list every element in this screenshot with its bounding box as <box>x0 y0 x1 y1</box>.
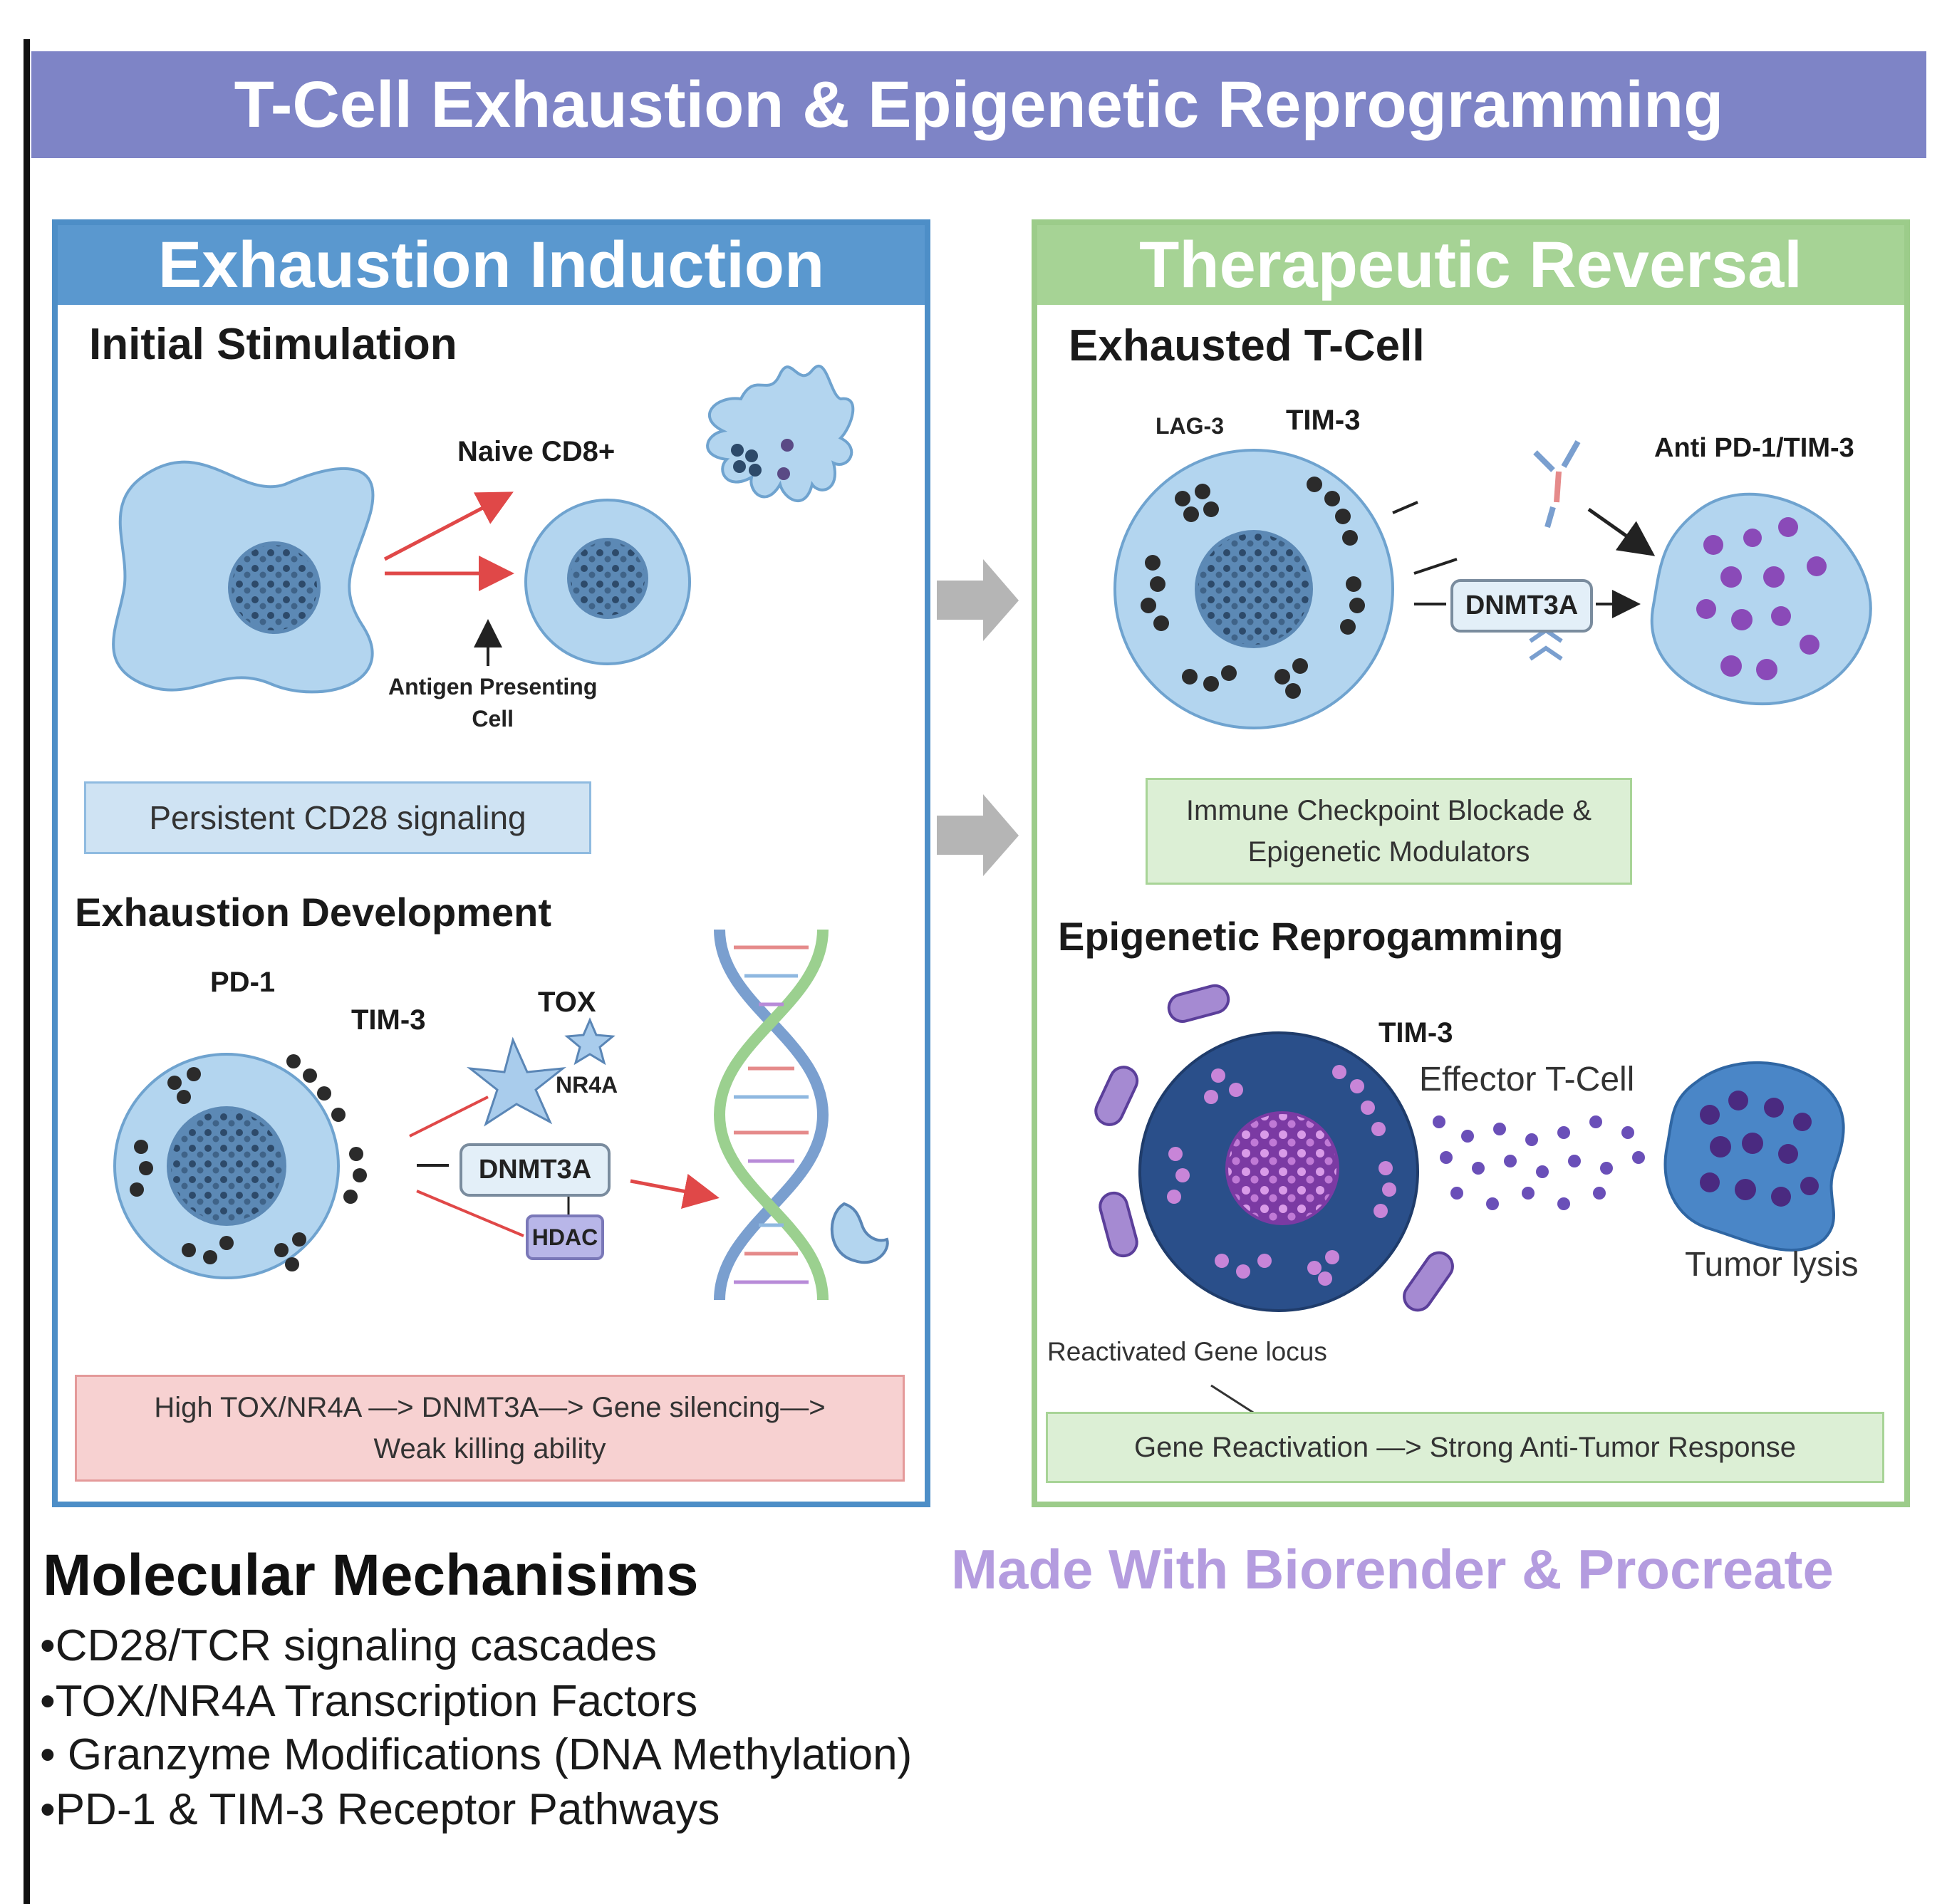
panel-heading-left: Exhaustion Induction <box>58 225 925 305</box>
antibody-icon <box>1533 440 1581 529</box>
label-reactivated-gene-locus: Reactivated Gene locus <box>1047 1337 1327 1366</box>
transition-arrow-bottom <box>937 794 1019 876</box>
label-antigen-presenting-cell: Antigen Presenting Cell <box>388 674 598 732</box>
title-banner: T-Cell Exhaustion & Epigenetic Reprogram… <box>31 51 1926 158</box>
box-gene-silencing: High TOX/NR4A —> DNMT3A—> Gene silencing… <box>75 1375 905 1482</box>
label-tim3-left: TIM-3 <box>351 1004 426 1036</box>
mechanism-item: •CD28/TCR signaling cascades <box>40 1621 657 1670</box>
label-anti-pd1-tim3: Anti PD-1/TIM-3 <box>1654 433 1854 463</box>
nr4a-star-shape <box>564 1017 616 1066</box>
tox-star-shape <box>467 1036 566 1127</box>
exhausted-cell-right <box>1113 449 1394 729</box>
section-exhausted-tcell: Exhausted T-Cell <box>1069 321 1425 370</box>
dendritic-cell-shape <box>112 460 375 694</box>
tag-dnmt3a-left: DNMT3A <box>460 1143 611 1197</box>
mitochondria-shape <box>830 1202 889 1264</box>
mitochondria-3 <box>1099 1191 1138 1258</box>
tag-hdac: HDAC <box>526 1214 604 1260</box>
section-epigenetic-reprogramming: Epigenetic Reprogamming <box>1058 914 1564 959</box>
panel-heading-right: Therapeutic Reversal <box>1037 225 1904 305</box>
credit-text: Made With Biorender & Procreate <box>951 1538 1834 1601</box>
label-tumor-lysis: Tumor lysis <box>1685 1246 1859 1284</box>
box-persistent-cd28: Persistent CD28 signaling <box>84 781 591 854</box>
antigen-presenting-cell <box>706 364 855 503</box>
link-hdac <box>416 1190 524 1237</box>
label-effector-tcell: Effector T-Cell <box>1419 1061 1635 1098</box>
transition-arrow-top <box>937 559 1019 641</box>
stimulation-arrow-1 <box>383 491 514 561</box>
left-border-line <box>24 39 30 1904</box>
label-pd1: PD-1 <box>210 967 276 998</box>
page-title: T-Cell Exhaustion & Epigenetic Reprogram… <box>234 68 1724 141</box>
box-gene-reactivation: Gene Reactivation —> Strong Anti-Tumor R… <box>1046 1412 1884 1483</box>
label-tim3-right: TIM-3 <box>1286 405 1361 436</box>
tag-dnmt3a-right: DNMT3A <box>1450 579 1593 633</box>
label-tim3-reprogrammed: TIM-3 <box>1379 1017 1453 1049</box>
mechanisms-title: Molecular Mechanisims <box>43 1543 699 1608</box>
exhausted-cell-left <box>113 1053 367 1279</box>
antibody-arrow <box>1587 507 1656 556</box>
receptor-line-2 <box>1413 558 1458 575</box>
mechanism-item: •TOX/NR4A Transcription Factors <box>40 1677 698 1726</box>
link-tox <box>409 1096 489 1138</box>
silencing-arrow <box>630 1173 720 1209</box>
label-lag3: LAG-3 <box>1156 413 1224 439</box>
mitochondria-4 <box>1403 1251 1454 1312</box>
exhaustion-induction-panel: Exhaustion Induction <box>52 219 930 1507</box>
label-nr4a: NR4A <box>556 1072 618 1098</box>
dna-helix <box>713 929 829 1301</box>
tumor-cell-top <box>1650 492 1872 706</box>
label-naive-cd8: Naive CD8+ <box>457 436 616 467</box>
therapeutic-reversal-panel: Therapeutic Reversal <box>1032 219 1910 1507</box>
tumor-cell-bottom <box>1663 1061 1845 1252</box>
box-checkpoint-blockade: Immune Checkpoint Blockade & Epigenetic … <box>1146 778 1632 885</box>
mechanism-item: •PD-1 & TIM-3 Receptor Pathways <box>40 1785 720 1834</box>
section-exhaustion-development: Exhaustion Development <box>75 890 552 935</box>
receptor-line-1 <box>1392 501 1418 514</box>
section-initial-stimulation: Initial Stimulation <box>89 320 457 369</box>
mitochondria-1 <box>1167 984 1230 1023</box>
naive-cd8-cell <box>524 499 691 665</box>
label-tox: TOX <box>538 987 596 1018</box>
reprogrammed-cell <box>1138 1031 1419 1312</box>
mechanism-item: • Granzyme Modifications (DNA Methylatio… <box>40 1730 913 1779</box>
granule-stream <box>1433 1115 1645 1210</box>
mitochondria-2 <box>1094 1066 1139 1126</box>
